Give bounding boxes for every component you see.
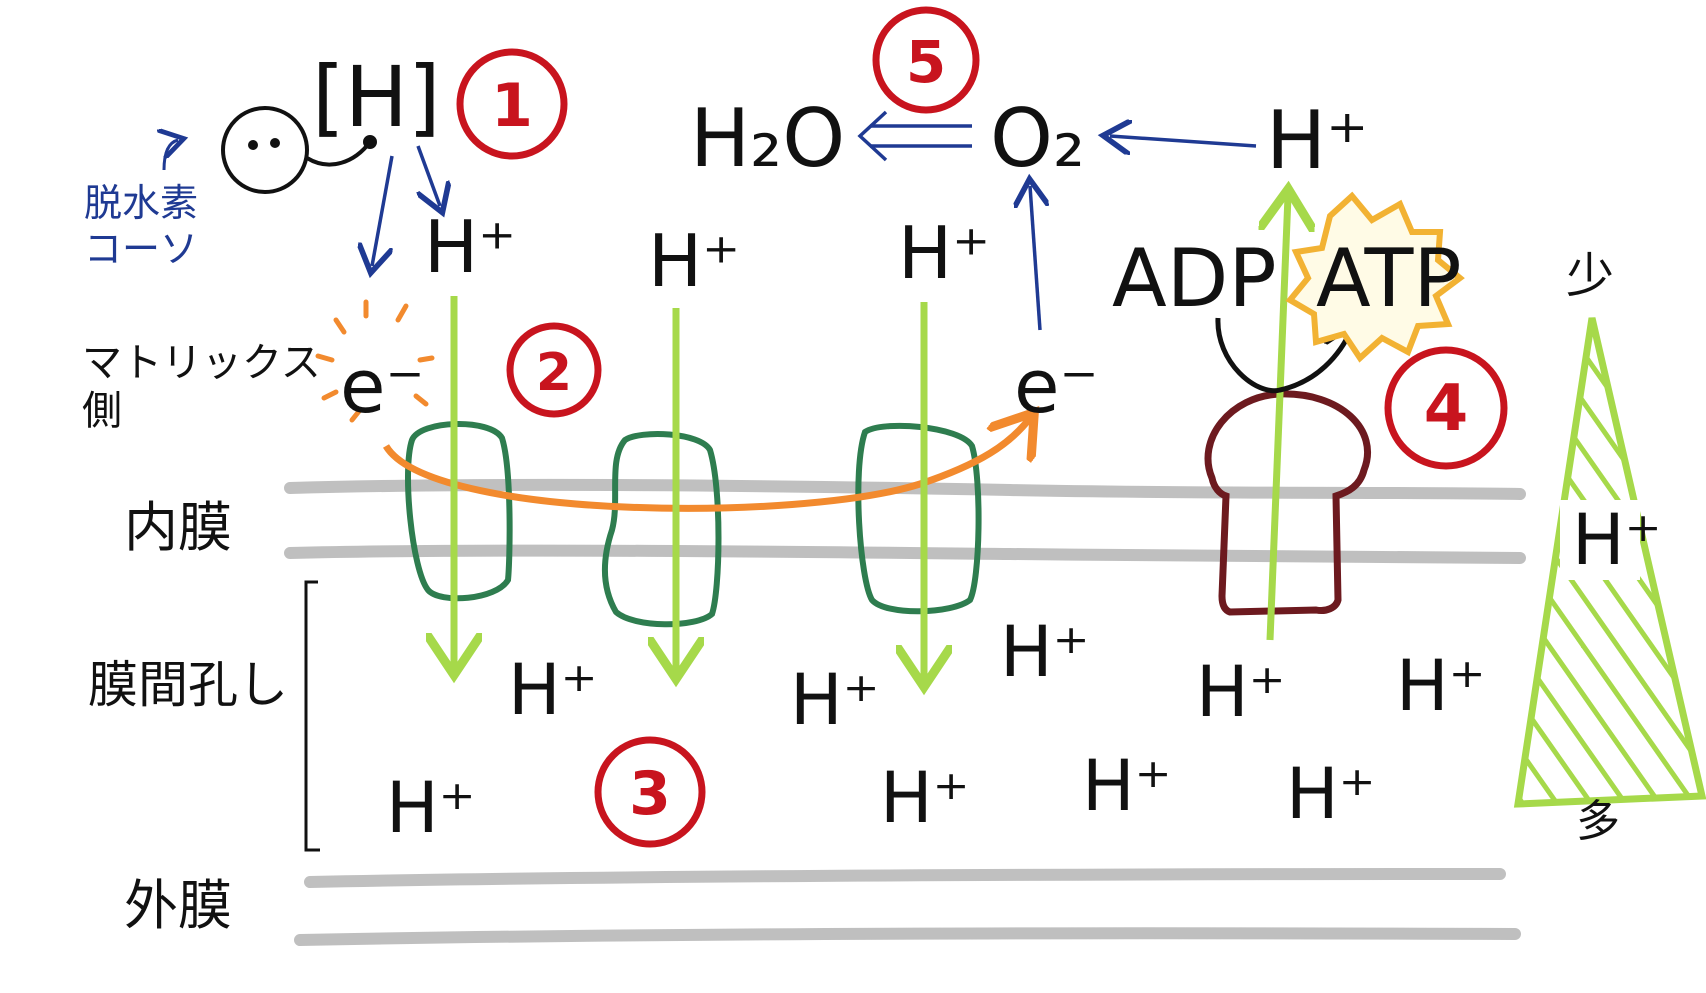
- electron-flow-arrow: [382, 418, 1030, 512]
- gradient-few-label: 少: [1566, 248, 1614, 304]
- step-3-circle: [594, 736, 706, 848]
- proton-matrix-3: H⁺: [898, 211, 990, 295]
- gradient-proton-label: H⁺: [1572, 499, 1662, 581]
- proton-matrix-2: H⁺: [648, 219, 740, 303]
- atp-label: ATP: [1316, 232, 1462, 325]
- step-circles: [456, 6, 1508, 848]
- intermembrane-space-label: 膜間孔し: [88, 656, 288, 714]
- inner-membrane-label: 内膜: [124, 496, 232, 559]
- electron-sparkles: [315, 299, 435, 423]
- matrix-side-text-line-1: マトリックス: [82, 340, 321, 386]
- step-5-circle: [872, 6, 980, 114]
- atp-burst: [1285, 191, 1465, 363]
- enzyme-face-icon: [221, 106, 377, 194]
- enzyme-label-line1: 脱水素コーソ: [84, 181, 198, 271]
- proton-ims-8: H⁺: [1082, 745, 1172, 827]
- complex-2: [602, 431, 722, 628]
- proton-matrix-1: H⁺: [424, 205, 516, 289]
- step-5-label: 5: [906, 28, 946, 96]
- blue-arrows: [164, 110, 1257, 331]
- proton-ims-3: H⁺: [1000, 611, 1090, 693]
- matrix-side-text-line-2: 側: [82, 388, 122, 434]
- proton-ims-2: H⁺: [790, 659, 880, 741]
- complex-3: [855, 422, 982, 615]
- outer-membrane-label: 外膜: [124, 874, 232, 937]
- step-1-circle: [456, 48, 568, 160]
- matrix-side-label: マトリックス側: [82, 340, 321, 434]
- proton-ims-7: H⁺: [880, 757, 970, 839]
- proton-ims-9: H⁺: [1286, 753, 1376, 835]
- step-4-label: 4: [1424, 372, 1469, 446]
- inner-membrane-lines: [284, 478, 1526, 564]
- matrix-side-text: マトリックス側: [82, 340, 321, 434]
- water-label: H₂O: [690, 92, 845, 185]
- enzyme-label-line-1: 脱水素: [84, 181, 198, 225]
- adp-label: ADP: [1112, 232, 1277, 325]
- gradient-many-label: 多: [1576, 796, 1620, 847]
- electron-left: e⁻: [340, 344, 425, 430]
- step-2-label: 2: [536, 343, 572, 403]
- step-3-label: 3: [629, 759, 671, 829]
- intermembrane-bracket: [304, 580, 320, 852]
- proton-top-right: H⁺: [1266, 94, 1368, 187]
- hydrogen-carrier-label: [H]: [312, 48, 441, 146]
- complex-1: [405, 420, 513, 602]
- electron-transport-complexes: [405, 420, 982, 628]
- proton-ims-6: H⁺: [386, 767, 476, 849]
- outer-membrane-lines: [294, 868, 1521, 946]
- proton-pump-arrows: [454, 196, 1288, 680]
- step-1-label: 1: [491, 71, 533, 141]
- triangle-label-bg: [1560, 500, 1640, 580]
- adp-to-atp-arrow: [1215, 317, 1352, 394]
- enzyme-label: 脱水素コーソ: [84, 181, 198, 271]
- electron-right: e⁻: [1014, 344, 1099, 430]
- step-2-circle: [506, 322, 602, 418]
- proton-ims-5: H⁺: [1396, 645, 1486, 727]
- intermembrane-protons: H⁺ H⁺ H⁺ H⁺ H⁺ H⁺ H⁺ H⁺ H⁺: [386, 611, 1486, 849]
- atp-synthase: [1204, 390, 1372, 616]
- oxygen-label: O₂: [990, 92, 1085, 185]
- proton-ims-4: H⁺: [1196, 651, 1286, 733]
- step-4-circle: [1384, 346, 1508, 470]
- enzyme-label-line-2: コーソ: [84, 227, 198, 271]
- proton-ims-1: H⁺: [508, 649, 598, 731]
